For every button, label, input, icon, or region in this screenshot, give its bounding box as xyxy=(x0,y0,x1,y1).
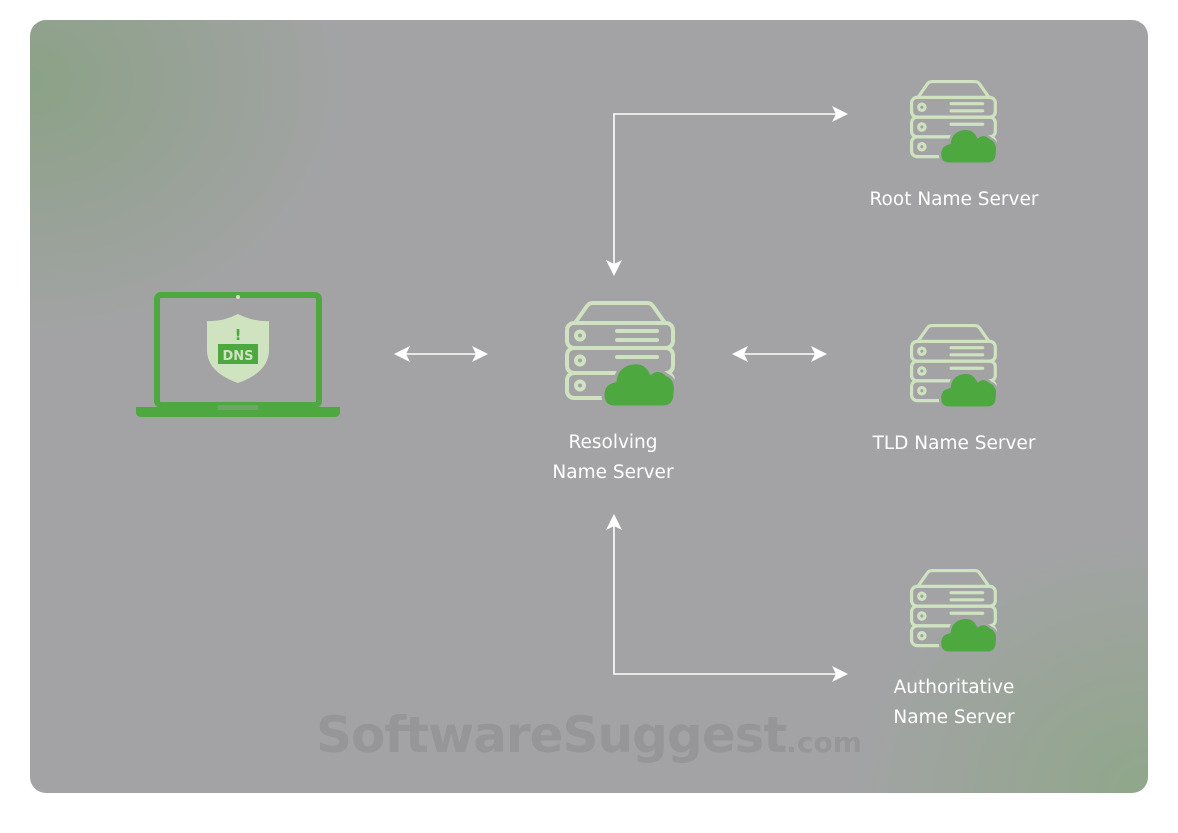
label-line: Authoritative xyxy=(893,677,1015,698)
dns-badge: DNS xyxy=(222,349,253,364)
alert-mark: ! xyxy=(235,326,242,344)
arrow-up-icon xyxy=(606,514,622,530)
authoritative-server-icon xyxy=(910,569,999,655)
resolving-server-label: Resolving Name Server xyxy=(493,428,733,488)
watermark: SoftwareSuggest.com xyxy=(316,706,862,764)
label-line: Name Server xyxy=(893,707,1015,728)
resolver-root-connector xyxy=(613,113,840,268)
root-server-icon xyxy=(910,80,999,166)
arrow-down-icon xyxy=(606,260,622,276)
arrow-left-icon xyxy=(732,346,748,362)
root-server-label: Root Name Server xyxy=(869,189,1039,210)
arrow-left-icon xyxy=(394,346,410,362)
label-line: Resolving xyxy=(568,432,658,453)
resolving-server-icon xyxy=(565,301,678,409)
connectors xyxy=(402,113,840,675)
watermark-suffix: .com xyxy=(786,726,862,759)
arrow-right-icon xyxy=(472,346,488,362)
watermark-brand: SoftwareSuggest xyxy=(316,706,787,764)
arrowheads xyxy=(394,106,848,682)
shield-icon: ! DNS xyxy=(207,314,269,383)
label-line: Name Server xyxy=(552,462,674,483)
laptop-icon: ! DNS xyxy=(136,292,340,417)
tld-server-label: TLD Name Server xyxy=(872,433,1036,454)
arrow-right-icon xyxy=(811,346,827,362)
resolver-authoritative-connector xyxy=(613,522,840,675)
tld-server-icon xyxy=(910,323,999,410)
authoritative-server-label: Authoritative Name Server xyxy=(834,673,1074,733)
arrow-right-icon xyxy=(832,666,848,682)
arrow-right-icon xyxy=(832,106,848,122)
